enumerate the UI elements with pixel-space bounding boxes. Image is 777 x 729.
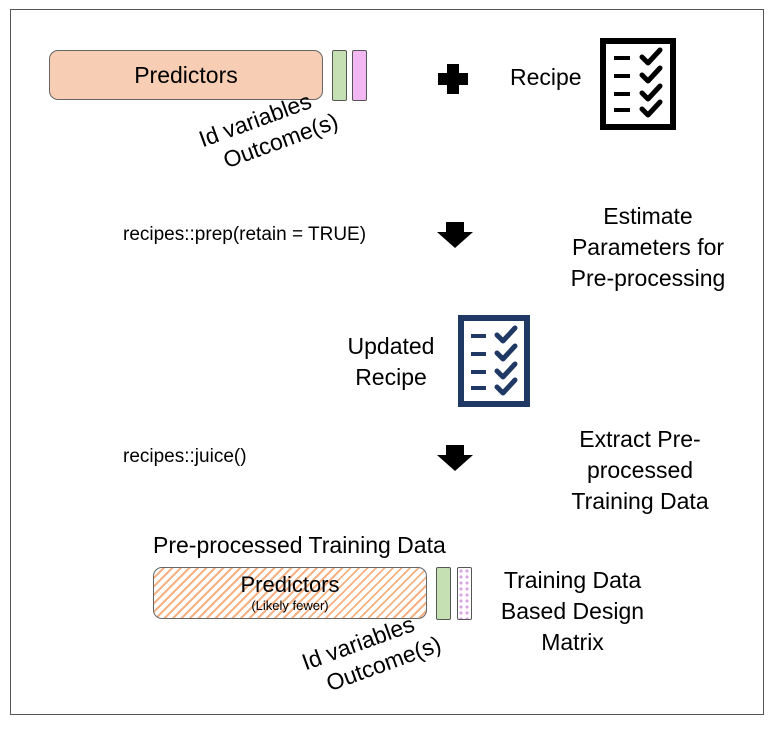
down-arrow-icon	[437, 445, 473, 471]
down-arrow-icon	[437, 222, 473, 248]
design-matrix-line: Matrix	[541, 629, 604, 656]
outcome-bar	[352, 50, 367, 101]
processed-id-bar	[436, 567, 451, 620]
processed-outcome-bar	[457, 567, 472, 620]
updated-recipe-line: Updated	[347, 333, 435, 359]
plus-icon	[438, 64, 468, 94]
juice-code: recipes::juice()	[123, 446, 247, 467]
juice-description: Extract Pre- processed Training Data	[540, 424, 740, 517]
design-matrix-line: Training Data	[503, 567, 642, 593]
predictors-label: Predictors	[134, 61, 238, 88]
juice-description-line: processed	[586, 457, 694, 484]
prep-description-line: Parameters for	[571, 234, 725, 261]
prep-code: recipes::prep(retain = TRUE)	[123, 224, 367, 245]
updated-recipe-label: Updated Recipe	[335, 331, 447, 393]
diagram-frame	[10, 9, 764, 715]
design-matrix-line: Based Design	[500, 598, 645, 625]
id-variables-bar	[332, 50, 347, 101]
result-title: Pre-processed Training Data	[153, 532, 446, 558]
prep-description-line: Pre-processing	[570, 265, 726, 292]
checklist-icon	[600, 38, 676, 130]
juice-description-line: Training Data	[571, 488, 709, 515]
processed-predictors-label: Predictors	[240, 572, 340, 597]
recipe-label: Recipe	[510, 64, 582, 90]
prep-description-line: Estimate	[603, 203, 693, 229]
updated-checklist-icon	[458, 315, 530, 407]
prep-description: Estimate Parameters for Pre-processing	[548, 201, 748, 294]
processed-predictors-box: Predictors (Likely fewer)	[153, 567, 427, 619]
processed-predictors-sub: (Likely fewer)	[251, 598, 329, 613]
juice-description-line: Extract Pre-	[579, 426, 701, 452]
updated-recipe-line: Recipe	[355, 364, 427, 391]
design-matrix-label: Training Data Based Design Matrix	[490, 565, 655, 658]
predictors-box: Predictors	[49, 50, 323, 100]
